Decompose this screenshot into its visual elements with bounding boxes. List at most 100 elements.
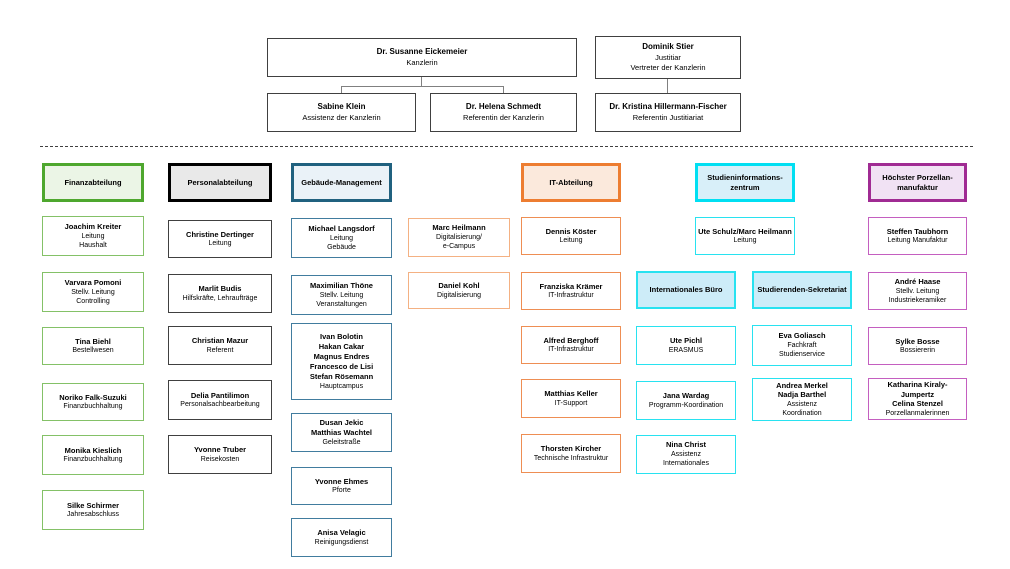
person-role: Leitung — [208, 240, 232, 248]
box-andrea-merkel-nadja-barthel: Andrea Merkel Nadja Barthel Assistenz Ko… — [752, 378, 852, 421]
person-name: Michael Langsdorf — [308, 223, 375, 233]
person-name: Tina Biehl — [75, 336, 111, 346]
person-name: Monika Kieslich — [64, 445, 122, 455]
person-role: Pforte — [332, 487, 351, 495]
box-eva-goliasch: Eva Goliasch Fachkraft Studienservice — [752, 325, 852, 366]
person-name: Dominik Stier — [642, 42, 694, 52]
box-monika-kieslich: Monika Kieslich Finanzbuchhaltung — [42, 435, 144, 475]
person-name: Eva Goliasch — [778, 331, 826, 341]
person-name: Noriko Falk-Suzuki — [59, 392, 127, 402]
person-role: Leitung Haushalt — [79, 232, 107, 249]
person-role: Programm-Koordination — [648, 401, 724, 409]
dept-header-label: Finanzabteilung — [64, 177, 122, 187]
person-role: Finanzbuchhaltung — [63, 403, 123, 411]
box-ute-pichl: Ute Pichl ERASMUS — [636, 326, 736, 365]
person-role: IT-Support — [554, 399, 588, 407]
person-name: Marlit Budis — [198, 284, 242, 293]
dept-header-finanzabteilung: Finanzabteilung — [42, 163, 144, 202]
person-name: Ivan Bolotin Hakan Cakar Magnus Endres F… — [309, 332, 374, 381]
person-role: Stellv. Leitung Industriekeramiker — [888, 287, 947, 304]
box-joachim-kreiter: Joachim Kreiter Leitung Haushalt — [42, 216, 144, 256]
box-daniel-kohl: Daniel Kohl Digitalisierung — [408, 272, 510, 309]
person-role: Leitung — [733, 237, 757, 245]
box-silke-schirmer: Silke Schirmer Jahresabschluss — [42, 490, 144, 530]
person-name: Dr. Kristina Hillermann-Fischer — [609, 102, 727, 112]
person-role: Porzellanmalerinnen — [885, 410, 950, 418]
person-role: Stellv. Leitung Veranstaltungen — [316, 291, 367, 308]
box-tina-biehl: Tina Biehl Bestellwesen — [42, 327, 144, 365]
box-michael-langsdorf: Michael Langsdorf Leitung Gebäude — [291, 218, 392, 258]
person-name: Varvara Pomoni — [64, 277, 122, 287]
person-role: Hilfskräfte, Lehraufträge — [182, 294, 258, 302]
subunit-header-internationales-buero: Internationales Büro — [636, 271, 736, 309]
box-hauptcampus-team: Ivan Bolotin Hakan Cakar Magnus Endres F… — [291, 323, 392, 400]
person-role: ERASMUS — [668, 346, 704, 354]
box-christine-dertinger: Christine Dertinger Leitung — [168, 220, 272, 258]
person-name: Ute Schulz/Marc Heilmann — [698, 226, 792, 236]
person-name: André Haase — [894, 276, 941, 286]
box-noriko-falk-suzuki: Noriko Falk-Suzuki Finanzbuchhaltung — [42, 383, 144, 421]
person-role: Assistenz Koordination — [782, 401, 822, 418]
person-role: Fachkraft Studienservice — [779, 342, 825, 359]
person-name: Delia Pantilimon — [190, 390, 250, 400]
person-role: Personalsachbearbeitung — [180, 401, 260, 409]
person-role: Digitalisierung — [437, 291, 481, 299]
box-kanzlerin: Dr. Susanne Eickemeier Kanzlerin — [267, 38, 577, 77]
connector-line — [341, 86, 504, 87]
person-role: Referentin Justitiariat — [632, 112, 704, 122]
box-christian-mazur: Christian Mazur Referent — [168, 326, 272, 365]
person-role: Reisekosten — [200, 455, 240, 463]
person-role: Referentin der Kanzlerin — [463, 112, 544, 122]
person-name: Sabine Klein — [317, 102, 366, 112]
person-name: Steffen Taubhorn — [886, 226, 949, 236]
box-referentin-kanzlerin: Dr. Helena Schmedt Referentin der Kanzle… — [430, 93, 577, 132]
person-role: Assistenz Internationales — [663, 451, 709, 468]
box-marlit-budis: Marlit Budis Hilfskräfte, Lehraufträge — [168, 274, 272, 313]
person-role: Finanzbuchhaltung — [63, 456, 123, 464]
box-assistenz-kanzlerin: Sabine Klein Assistenz der Kanzlerin — [267, 93, 416, 132]
dept-header-label: Gebäude-Management — [301, 177, 382, 187]
person-role: IT-Infrastruktur — [548, 292, 594, 300]
subunit-label: Studierenden-Sekretariat — [757, 285, 847, 295]
person-role: Kanzlerin — [406, 57, 438, 67]
person-role: Bossiererin — [899, 347, 935, 355]
box-matthias-keller: Matthias Keller IT-Support — [521, 379, 621, 418]
box-referentin-justitiariat: Dr. Kristina Hillermann-Fischer Referent… — [595, 93, 741, 132]
box-yvonne-truber: Yvonne Truber Reisekosten — [168, 435, 272, 474]
person-name: Maximilian Thöne — [310, 280, 373, 290]
person-name: Sylke Bosse — [895, 336, 940, 346]
box-thorsten-kircher: Thorsten Kircher Technische Infrastruktu… — [521, 434, 621, 473]
person-name: Ute Pichl — [669, 336, 703, 345]
connector-line — [667, 79, 668, 93]
person-role: Geleitstraße — [322, 438, 361, 446]
box-delia-pantilimon: Delia Pantilimon Personalsachbearbeitung — [168, 380, 272, 420]
person-name: Joachim Kreiter — [64, 221, 122, 231]
person-name: Dennis Köster — [545, 226, 597, 236]
dept-header-label: Höchster Porzellan- manufaktur — [882, 172, 953, 192]
box-dennis-koester: Dennis Köster Leitung — [521, 217, 621, 255]
box-yvonne-ehmes: Yvonne Ehmes Pforte — [291, 467, 392, 505]
box-ute-schulz-marc-heilmann: Ute Schulz/Marc Heilmann Leitung — [695, 217, 795, 255]
dept-header-personalabteilung: Personalabteilung — [168, 163, 272, 202]
person-name: Silke Schirmer — [66, 500, 120, 510]
box-alfred-berghoff: Alfred Berghoff IT-Infrastruktur — [521, 326, 621, 364]
person-role: Digitalisierung/ e-Campus — [436, 234, 482, 251]
person-role: Jahresabschluss — [66, 511, 120, 519]
connector-line — [421, 77, 422, 86]
box-nina-christ: Nina Christ Assistenz Internationales — [636, 435, 736, 474]
box-steffen-taubhorn: Steffen Taubhorn Leitung Manufaktur — [868, 217, 967, 255]
box-franziska-kraemer: Franziska Krämer IT-Infrastruktur — [521, 272, 621, 310]
person-name: Katharina Kiraly-Jumpertz Celina Stenzel — [887, 379, 948, 409]
person-name: Christine Dertinger — [186, 229, 254, 239]
box-varvara-pomoni: Varvara Pomoni Stellv. Leitung Controlli… — [42, 272, 144, 312]
connector-line — [503, 86, 504, 93]
connector-line — [341, 86, 342, 93]
box-geleitstrasse-team: Dusan Jekic Matthias Wachtel Geleitstraß… — [291, 413, 392, 452]
subunit-label: Internationales Büro — [649, 285, 723, 295]
person-name: Yvonne Truber — [193, 445, 247, 454]
person-name: Dusan Jekic Matthias Wachtel — [311, 418, 372, 437]
box-marc-heilmann: Marc Heilmann Digitalisierung/ e-Campus — [408, 218, 510, 257]
person-role: Stellv. Leitung Controlling — [71, 288, 115, 305]
person-name: Alfred Berghoff — [543, 335, 599, 345]
